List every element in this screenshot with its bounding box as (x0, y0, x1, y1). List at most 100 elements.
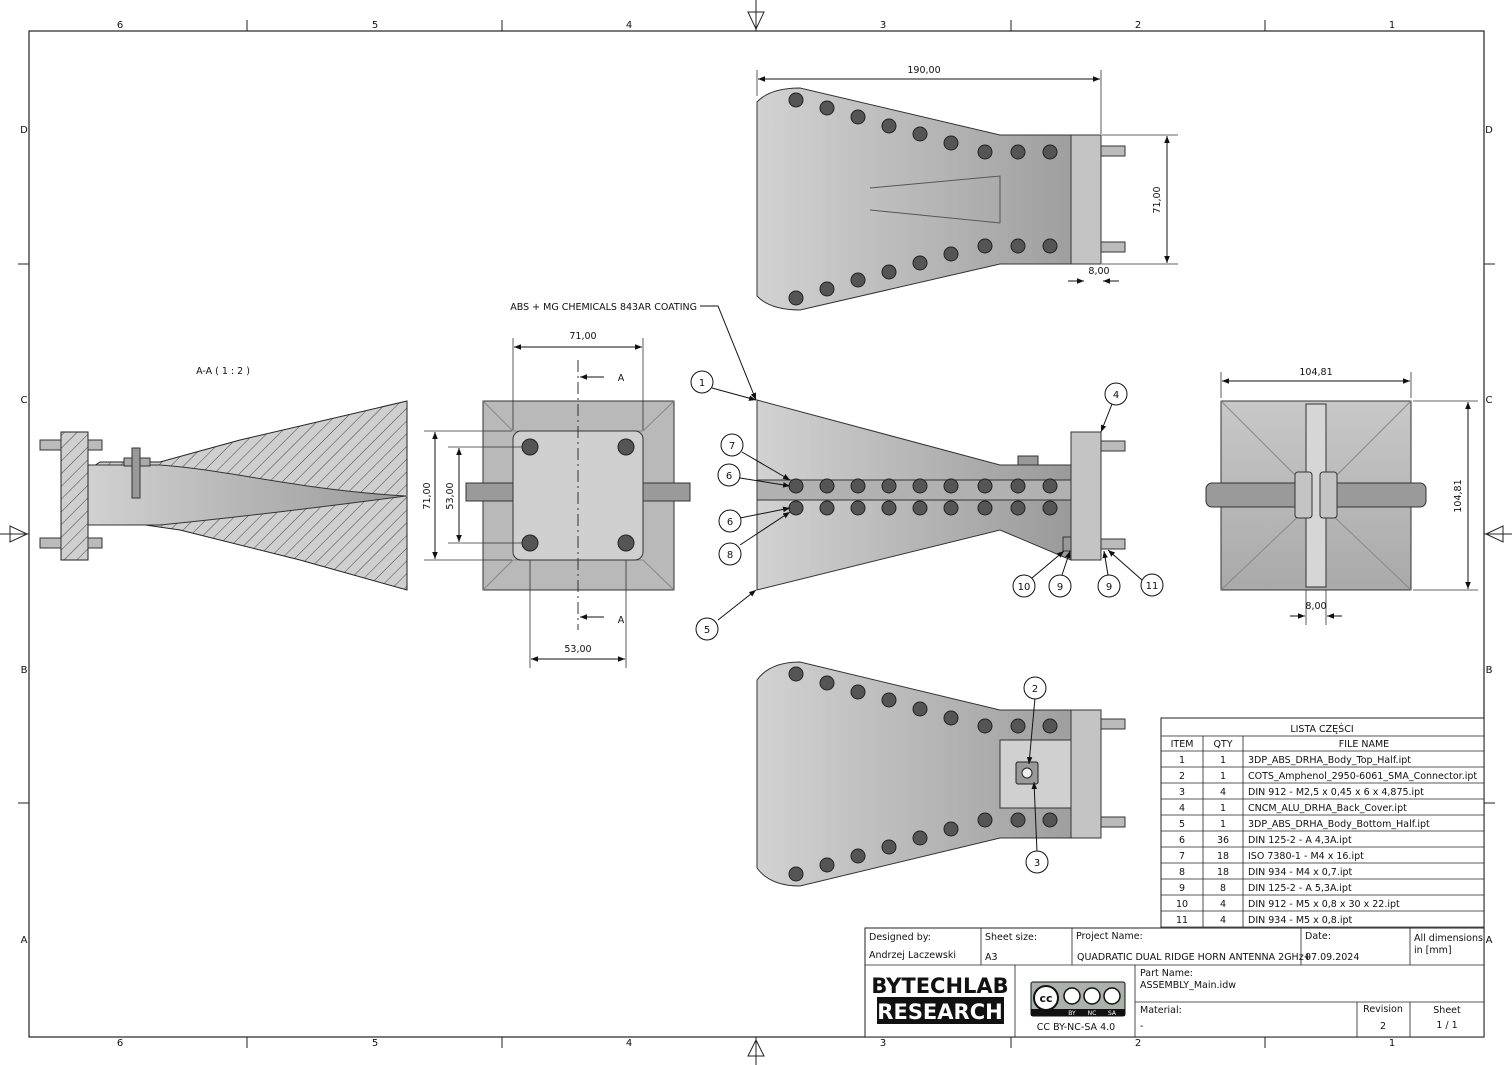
svg-text:6: 6 (726, 471, 732, 482)
sharealike-icon (1103, 987, 1121, 1005)
parts-item-cell: 7 (1179, 851, 1185, 862)
parts-qty-cell: 4 (1220, 787, 1226, 798)
parts-file-cell: DIN 912 - M5 x 0,8 x 30 x 22.ipt (1248, 899, 1400, 910)
balloon-5: 5 (695, 617, 719, 641)
zone-bottom-6: 6 (117, 1038, 123, 1049)
section-label: A-A ( 1 : 2 ) (196, 366, 250, 377)
zone-left-b: B (21, 665, 28, 676)
svg-text:3: 3 (1034, 858, 1040, 869)
designed-by-label: Designed by: (869, 932, 931, 943)
svg-text:4: 4 (1113, 390, 1119, 401)
side-view: ABS + MG CHEMICALS 843AR COATING (510, 302, 1143, 621)
parts-file-cell: DIN 912 - M2,5 x 0,45 x 6 x 4,875.ipt (1248, 787, 1424, 798)
parts-file-cell: 3DP_ABS_DRHA_Body_Bottom_Half.ipt (1248, 819, 1430, 830)
cc-icon (1033, 985, 1059, 1011)
parts-file-cell: 3DP_ABS_DRHA_Body_Top_Half.ipt (1248, 755, 1411, 766)
svg-text:2: 2 (1032, 684, 1038, 695)
bottom-view (756, 661, 1126, 887)
material-label: Material: (1140, 1005, 1182, 1016)
balloon-9-right: 9 (1097, 574, 1121, 598)
dim-front-width: 104,81 (1299, 367, 1332, 378)
parts-qty-cell: 1 (1220, 803, 1226, 814)
designed-by-value: Andrzej Laczewski (869, 950, 956, 961)
logo-line2: RESEARCH (877, 1000, 1002, 1024)
parts-row: 10 4 DIN 912 - M5 x 0,8 x 30 x 22.ipt (1176, 899, 1400, 910)
zone-left-d: D (20, 125, 28, 136)
zone-right-b: B (1486, 665, 1493, 676)
parts-header-qty: QTY (1213, 739, 1232, 750)
sheet-label: Sheet (1433, 1005, 1461, 1016)
dim-top-height: 71,00 (1152, 186, 1163, 213)
zone-bottom-3: 3 (880, 1038, 886, 1049)
parts-item-cell: 8 (1179, 867, 1185, 878)
parts-item-cell: 6 (1179, 835, 1185, 846)
parts-item-cell: 3 (1179, 787, 1185, 798)
cc-license-badge: cc BY NC SA (1030, 981, 1126, 1017)
zone-left-c: C (21, 395, 28, 406)
balloon-8: 8 (718, 542, 742, 566)
front-view: 104,81 104,81 8,00 (1205, 367, 1478, 625)
rear-view: A A 71,00 53,00 71,00 53,00 (422, 331, 691, 668)
dim-rear-bolt-spacing: 53,00 (564, 644, 591, 655)
license-icon-sa: SA (1108, 1010, 1117, 1017)
sheet-size-value: A3 (985, 952, 998, 963)
zone-left-a: A (21, 935, 28, 946)
dim-top-width: 190,00 (907, 65, 940, 76)
dim-rear-height-outer: 71,00 (422, 482, 433, 509)
dim-rear-height-inner: 53,00 (445, 482, 456, 509)
parts-qty-cell: 18 (1217, 867, 1229, 878)
dim-front-height: 104,81 (1453, 479, 1464, 512)
zone-right-c: C (1486, 395, 1493, 406)
sheet-size-label: Sheet size: (985, 932, 1037, 943)
balloon-7: 7 (720, 433, 744, 457)
zone-top-4: 4 (626, 20, 632, 31)
parts-header-item: ITEM (1171, 739, 1194, 750)
parts-file-cell: DIN 934 - M4 x 0,7.ipt (1248, 867, 1353, 878)
cut-mark-bottom: A (618, 615, 625, 626)
noncommercial-icon (1083, 987, 1101, 1005)
svg-text:9: 9 (1106, 582, 1112, 593)
license-text: CC BY-NC-SA 4.0 (1037, 1022, 1115, 1033)
parts-item-cell: 9 (1179, 883, 1185, 894)
parts-file-cell: DIN 934 - M5 x 0,8.ipt (1248, 915, 1353, 926)
sheet-value: 1 / 1 (1436, 1020, 1457, 1031)
units-note-line2: in [mm] (1414, 945, 1452, 956)
parts-row: 8 18 DIN 934 - M4 x 0,7.ipt (1179, 867, 1353, 878)
units-note-line1: All dimensions (1414, 933, 1483, 944)
zone-bottom-2: 2 (1135, 1038, 1141, 1049)
svg-text:9: 9 (1057, 582, 1063, 593)
balloon-4: 4 (1104, 382, 1128, 406)
part-name-label: Part Name: (1140, 968, 1193, 979)
zone-top-3: 3 (880, 20, 886, 31)
parts-item-cell: 10 (1176, 899, 1188, 910)
parts-qty-cell: 4 (1220, 899, 1226, 910)
parts-qty-cell: 8 (1220, 883, 1226, 894)
zone-top-6: 6 (117, 20, 123, 31)
revision-label: Revision (1363, 1004, 1403, 1015)
balloon-11: 11 (1140, 573, 1164, 597)
svg-text:11: 11 (1146, 581, 1159, 592)
zone-top-5: 5 (372, 20, 378, 31)
top-view: 190,00 71,00 8,00 (756, 65, 1178, 311)
parts-row: 3 4 DIN 912 - M2,5 x 0,45 x 6 x 4,875.ipt (1179, 787, 1424, 798)
parts-item-cell: 2 (1179, 771, 1185, 782)
balloon-3: 3 (1025, 850, 1049, 874)
zone-labels: 6 5 4 3 2 1 6 5 4 3 2 1 D C B A D C B A (20, 20, 1493, 1049)
parts-file-cell: DIN 125-2 - A 4,3A.ipt (1248, 835, 1352, 846)
balloon-6-upper: 6 (717, 463, 741, 487)
dim-rear-width: 71,00 (569, 331, 596, 342)
zone-top-2: 2 (1135, 20, 1141, 31)
balloon-6-lower: 6 (718, 509, 742, 533)
svg-text:10: 10 (1018, 582, 1031, 593)
part-name-value: ASSEMBLY_Main.idw (1140, 980, 1236, 991)
parts-file-cell: ISO 7380-1 - M4 x 16.ipt (1248, 851, 1364, 862)
balloon-9-left: 9 (1048, 574, 1072, 598)
svg-text:cc: cc (1039, 992, 1052, 1005)
parts-file-cell: CNCM_ALU_DRHA_Back_Cover.ipt (1248, 803, 1407, 814)
